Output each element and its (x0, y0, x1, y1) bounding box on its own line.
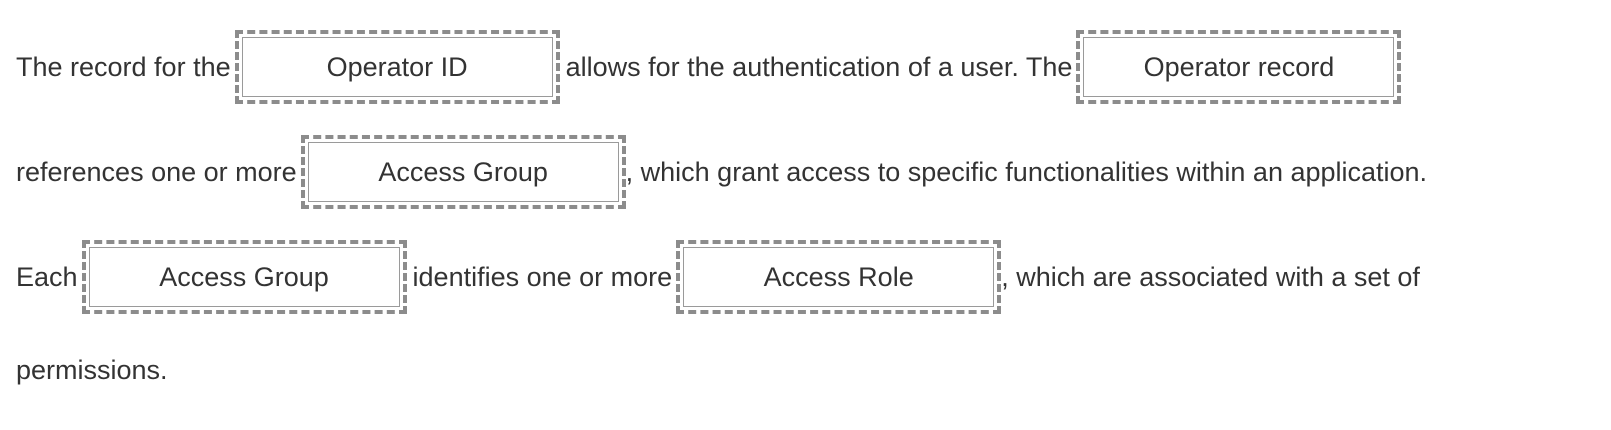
passage-text: , which grant access to specific functio… (625, 156, 1428, 187)
answer-chip-access-group[interactable]: Access Group (307, 142, 619, 202)
passage-line-2: references one or more Access Group , wh… (16, 134, 1427, 210)
passage-text: references one or more (16, 156, 297, 187)
passage-text: permissions. (16, 354, 168, 385)
passage-text: identifies one or more (412, 261, 673, 292)
passage-line-3: Each Access Group identifies one or more… (16, 239, 1420, 315)
drop-zone-1[interactable]: Operator ID (234, 30, 560, 104)
answer-chip-access-group[interactable]: Access Group (88, 247, 400, 307)
passage-line-1: The record for the Operator ID allows fo… (16, 29, 1407, 105)
answer-chip-access-role[interactable]: Access Role (683, 247, 995, 307)
answer-chip-operator-id[interactable]: Operator ID (241, 37, 553, 97)
passage-text: , which are associated with a set of (1001, 261, 1420, 292)
passage-line-4: permissions. (16, 338, 168, 402)
drop-zone-3[interactable]: Access Group (300, 135, 626, 209)
drop-zone-5[interactable]: Access Role (676, 240, 1002, 314)
answer-chip-operator-record[interactable]: Operator record (1083, 37, 1395, 97)
drop-zone-2[interactable]: Operator record (1076, 30, 1402, 104)
passage-text: allows for the authentication of a user.… (565, 51, 1073, 82)
passage-text: The record for the (16, 51, 231, 82)
passage-text: Each (16, 261, 78, 292)
drop-zone-4[interactable]: Access Group (81, 240, 407, 314)
